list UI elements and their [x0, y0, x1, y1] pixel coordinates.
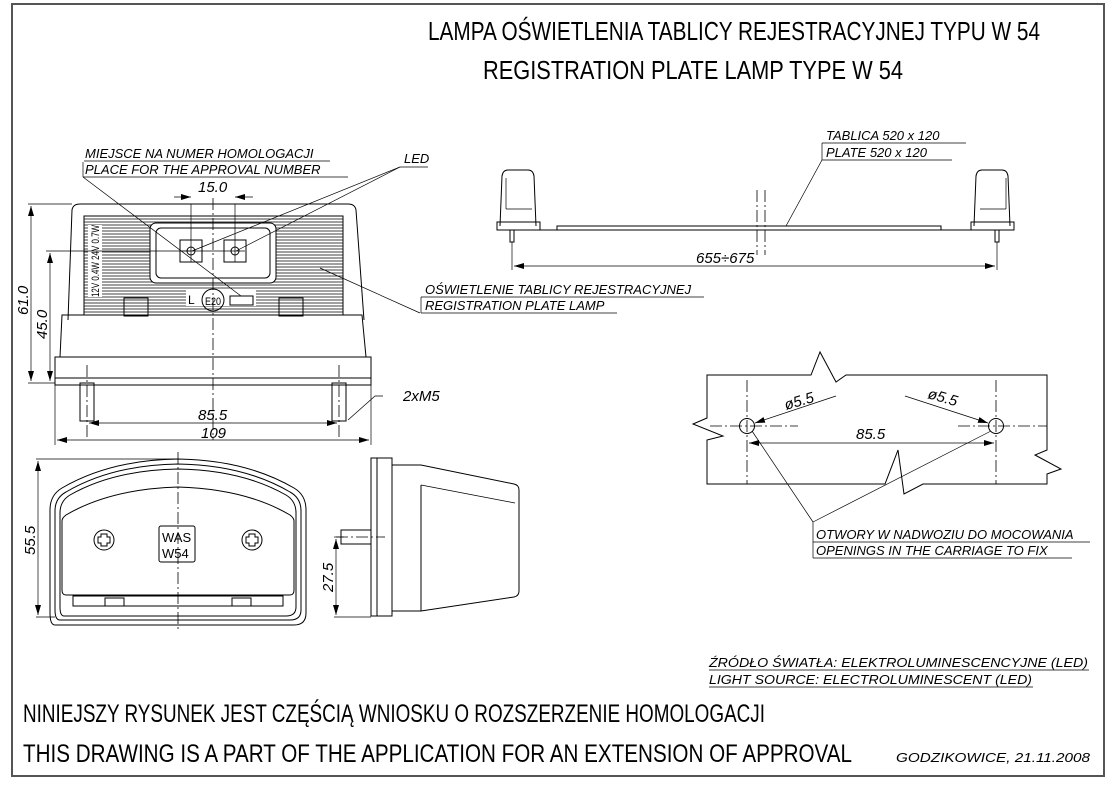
plate-label-en: PLATE 520 x 120	[826, 145, 928, 160]
side-view: 27.5	[320, 457, 520, 618]
mark-l: L	[188, 293, 195, 307]
approval-label-pl: MIEJSCE NA NUMER HOMOLOGACJI	[85, 146, 314, 161]
dim-width: 109	[201, 425, 227, 442]
front-view: 12V 0.4W 24V 0.7W L E20 15.0 61.0	[15, 146, 440, 445]
plate-view: 655÷675 TABLICA 520 x 120 PLATE 520 x 12…	[496, 128, 1015, 270]
title-pl: LAMPA OŚWIETLENIA TABLICY REJESTRACYJNEJ…	[428, 16, 1040, 46]
place-date: GODZIKOWICE, 21.11.2008	[896, 750, 1091, 765]
title-en: REGISTRATION PLATE LAMP TYPE W 54	[483, 55, 903, 85]
plate-label-pl: TABLICA 520 x 120	[826, 128, 940, 143]
hole-right-dim: ø5.5	[926, 386, 960, 411]
lamp-label-pl: OŚWIETLENIE TABLICY REJESTRACYJNEJ	[425, 282, 692, 297]
badge-line1: WAS	[162, 530, 191, 545]
stud-label: 2xM5	[402, 388, 440, 405]
dim-distance: 655÷675	[696, 250, 755, 267]
back-view: WAS W54 55.5	[22, 452, 307, 632]
light-source-en: LIGHT SOURCE: ELECTROLUMINESCENT (LED)	[709, 672, 1032, 687]
dim-height-total: 61.0	[15, 285, 32, 315]
light-source-pl: ŹRÓDŁO ŚWIATŁA: ELEKTROLUMINESCENCYJNE (…	[708, 655, 1088, 670]
led-label: LED	[404, 151, 429, 166]
holes-view: ø5.5 ø5.5 85.5 OTWORY W NADWOZIU DO MOCO…	[691, 350, 1090, 559]
dim-led-spacing: 15.0	[198, 179, 228, 196]
holes-label-en: OPENINGS IN THE CARRIAGE TO FIX	[816, 543, 1049, 558]
dim-stud-spacing: 85.5	[198, 407, 228, 424]
footer: NINIEJSZY RYSUNEK JEST CZĘŚCIĄ WNIOSKU O…	[23, 698, 1091, 768]
lamp-label: OŚWIETLENIE TABLICY REJESTRACYJNEJ REGIS…	[420, 282, 704, 314]
title-block: LAMPA OŚWIETLENIA TABLICY REJESTRACYJNEJ…	[428, 16, 1040, 85]
footer-pl: NINIEJSZY RYSUNEK JEST CZĘŚCIĄ WNIOSKU O…	[23, 698, 765, 728]
was-badge	[158, 525, 196, 563]
footer-en: THIS DRAWING IS A PART OF THE APPLICATIO…	[23, 740, 852, 768]
drawing-frame	[11, 3, 1105, 777]
dim-stud-height: 27.5	[320, 562, 337, 593]
badge-line2: W54	[162, 546, 189, 561]
light-source-note: ŹRÓDŁO ŚWIATŁA: ELEKTROLUMINESCENCYJNE (…	[708, 655, 1089, 688]
hole-spacing-dim: 85.5	[856, 426, 886, 443]
rating-text: 12V 0.4W 24V 0.7W	[90, 225, 102, 297]
holes-label-pl: OTWORY W NADWOZIU DO MOCOWANIA	[816, 527, 1074, 542]
approval-label-en: PLACE FOR THE APPROVAL NUMBER	[85, 162, 321, 177]
dim-back-height: 55.5	[22, 525, 39, 555]
hole-left-dim: ø5.5	[782, 389, 816, 414]
approval-number-box	[229, 295, 254, 306]
dim-height-led: 45.0	[34, 309, 51, 339]
lamp-label-en: REGISTRATION PLATE LAMP	[425, 298, 605, 313]
